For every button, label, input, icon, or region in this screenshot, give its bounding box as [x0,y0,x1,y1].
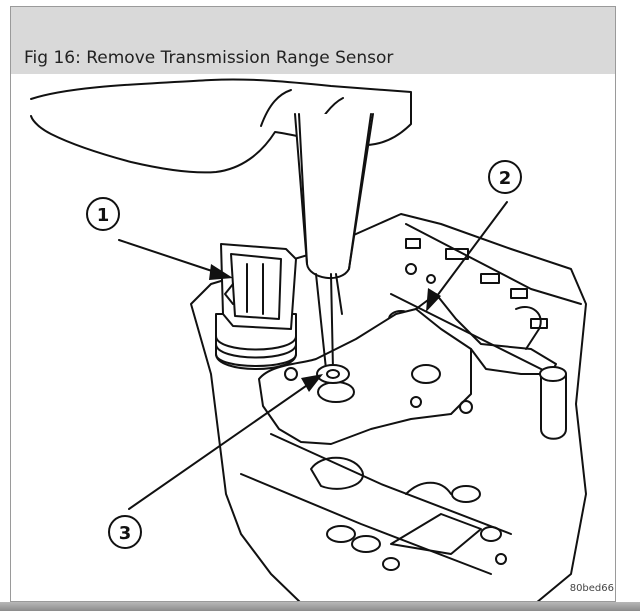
caption-bar: Fig 16: Remove Transmission Range Sensor [11,7,615,74]
callout-3: 3 [108,515,142,549]
hand [30,78,412,174]
arrow-3 [128,378,317,510]
callout-3-label: 3 [119,523,132,544]
callout-2: 2 [488,160,522,194]
bottom-strip [0,602,640,611]
arrow-2 [430,201,508,305]
figure-credit: 80bed66 [569,583,614,594]
figure-caption: Fig 16: Remove Transmission Range Sensor [24,48,394,68]
sensor-connector [220,243,297,330]
arrow-1 [118,239,222,275]
callout-2-label: 2 [499,168,512,189]
callout-1: 1 [86,197,120,231]
figure-frame: Fig 16: Remove Transmission Range Sensor [10,6,616,602]
callout-1-label: 1 [97,205,110,226]
transmission-illustration: 1 2 3 [30,78,587,601]
